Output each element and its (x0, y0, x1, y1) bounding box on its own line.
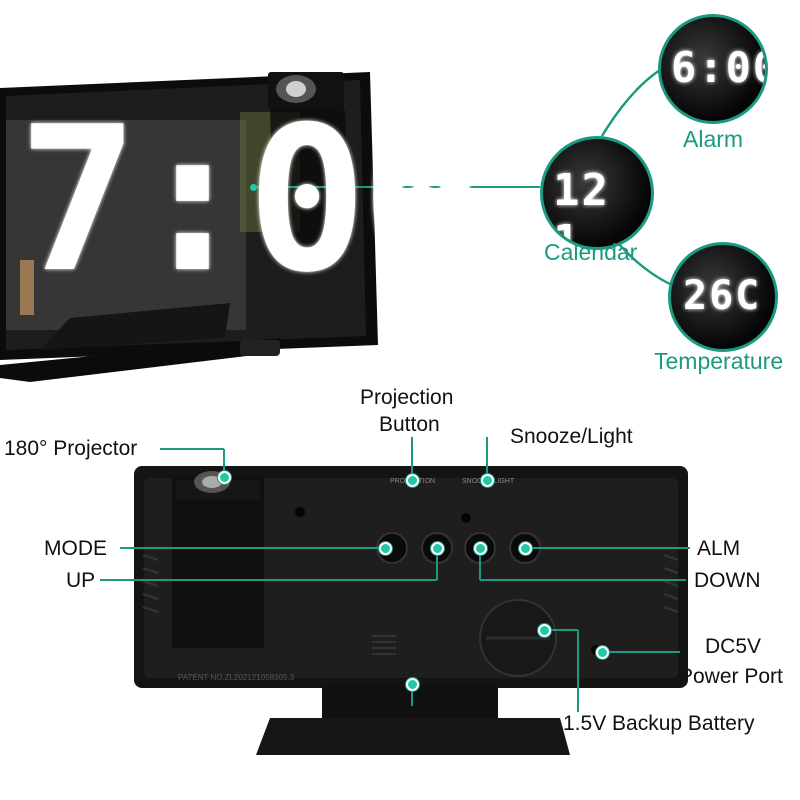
temperature-label: Temperature (654, 348, 784, 374)
down-label: DOWN (694, 569, 761, 592)
temperature-display: 26C (683, 273, 762, 319)
alarm-view: 6:00 (658, 14, 768, 124)
snooze-dot (481, 474, 494, 487)
battery-label: 1.5V Backup Battery (563, 712, 755, 735)
projection-button-dot (406, 474, 419, 487)
calendar-display: 12 1 (553, 165, 610, 250)
up-dot (431, 542, 444, 555)
stand-dot (406, 678, 419, 691)
down-dot (474, 542, 487, 555)
main-display-dot (250, 184, 257, 191)
snooze-light-label: Snooze/Light (510, 425, 633, 448)
projector-dot (218, 471, 231, 484)
dc5v-dot (596, 646, 609, 659)
dc5v-label-1: DC5V (705, 635, 762, 658)
calendar-label: Calendar (544, 239, 638, 265)
mode-label: MODE (44, 537, 107, 560)
battery-dot (538, 624, 551, 637)
patent-text: PATENT NO.ZL202121058305.3 (178, 673, 295, 682)
clock-front (0, 72, 378, 382)
up-label: UP (66, 569, 96, 592)
alm-dot (519, 542, 532, 555)
temperature-view: 26C (668, 242, 778, 352)
projector-label: 180° Projector (4, 437, 138, 460)
main-time-display: 7:00 (18, 84, 482, 317)
alarm-label: Alarm (683, 126, 744, 152)
projection-button-label-1: Projection (360, 386, 454, 409)
alm-label: ALM (697, 537, 741, 560)
projection-button-label-2: Button (379, 413, 440, 436)
mode-dot (379, 542, 392, 555)
calendar-view: 12 1 (540, 136, 654, 250)
alarm-display: 6:00 (671, 43, 765, 92)
dc5v-label-2: Power Port (679, 665, 783, 688)
